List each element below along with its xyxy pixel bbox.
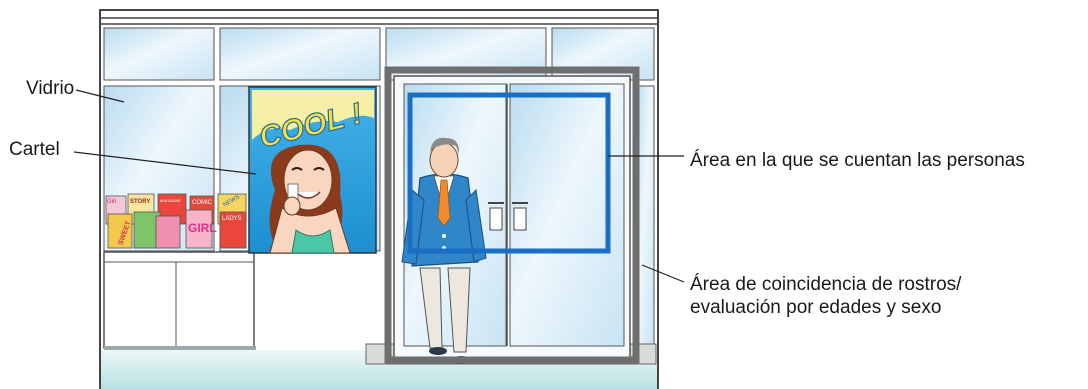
glass-label: Vidrio (26, 78, 75, 99)
magazine-title-5: GIRL (188, 221, 217, 235)
magazine-rack: STORY MAGAZINE COMIC NEWS GIRL LADYS Gir… (105, 193, 247, 249)
people-counting-area-frame (407, 92, 611, 254)
face-area-label-line1: Área de coincidencia de rostros/ (690, 274, 962, 295)
display-counter (103, 251, 256, 350)
magazine-title-1: STORY (130, 199, 150, 205)
poster: COOL ! (248, 86, 377, 254)
poster-label: Cartel (9, 139, 60, 160)
face-matching-area-frame (384, 66, 640, 364)
man-figure (401, 137, 487, 364)
entrance-doors (393, 75, 631, 359)
magazine-title-7: Girl (107, 199, 116, 205)
magazine-title-3: COMIC (192, 200, 213, 206)
counting-area-label: Área en la que se cuentan las personas (690, 150, 1025, 171)
leader-lines (73, 89, 685, 283)
magazine-title-6: LADYS (222, 216, 242, 222)
face-area-label-line2: evaluación por edades y sexo (690, 297, 942, 318)
magazine-title-2: MAGAZINE (160, 198, 181, 203)
